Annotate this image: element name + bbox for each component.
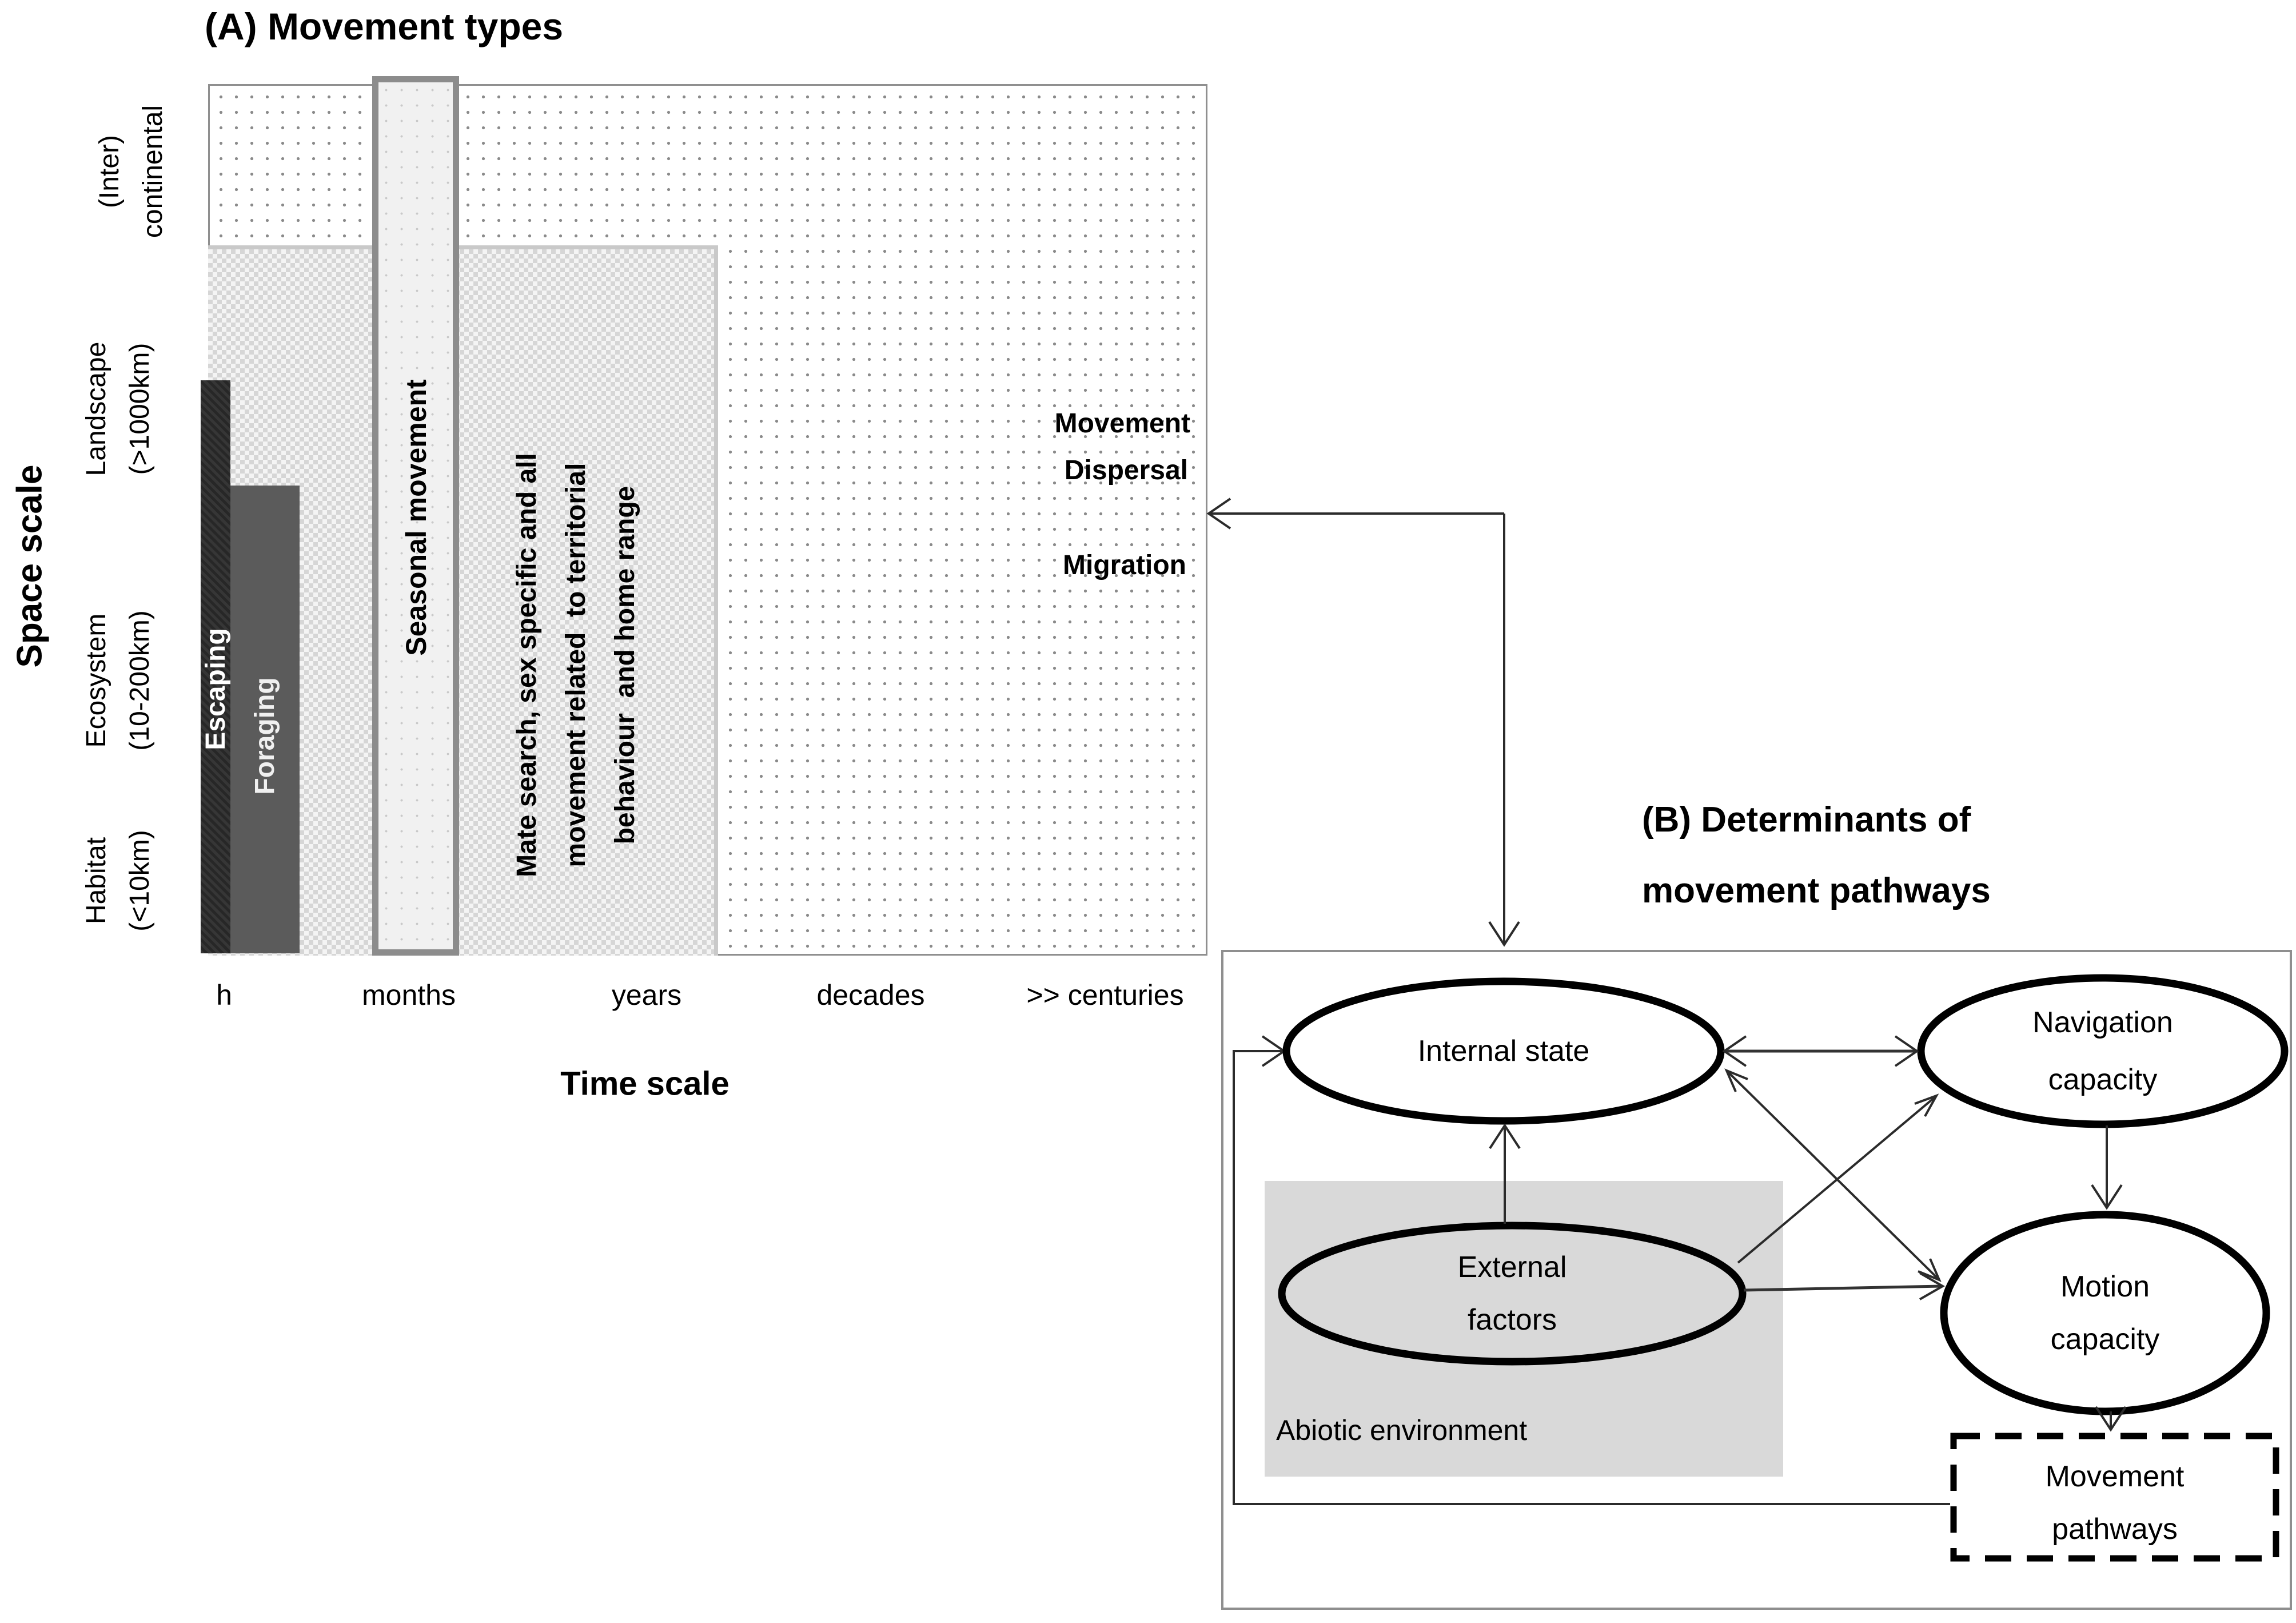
panel-b-title: (B) Determinants of movement pathways <box>1642 800 1991 910</box>
panel-b-frame <box>1221 950 2292 1610</box>
connector-b-to-a-arrow <box>1206 498 1520 947</box>
panel-a-seasonal-bar <box>372 76 459 956</box>
x-axis-title: Time scale <box>560 1065 730 1103</box>
seasonal-bar-label: Seasonal movement <box>400 379 432 656</box>
annotation-movement: Movement <box>1054 408 1190 439</box>
annotation-dispersal: Dispersal <box>1064 455 1188 486</box>
escaping-bar-label: Escaping <box>201 628 231 750</box>
y-category-habitat: Habitat (<10km) <box>81 830 155 932</box>
annotation-migration: Migration <box>1063 550 1186 580</box>
panel-a-escaping-bar <box>201 380 230 953</box>
x-tick-h: h <box>216 979 232 1011</box>
motion-capacity-label: Motion capacity <box>2050 1270 2160 1356</box>
internal-state-label: Internal state <box>1417 1035 1590 1068</box>
x-tick-years: years <box>611 979 682 1011</box>
navigation-capacity-label: Navigation capacity <box>2032 1006 2173 1096</box>
y-category-ecosystem: Ecosystem (10-200km) <box>81 610 155 751</box>
y-axis-title: Space scale <box>10 464 50 668</box>
x-tick-months: months <box>362 979 456 1011</box>
y-category-landscape: Landscape (>1000km) <box>81 341 155 476</box>
x-tick-centuries: >> centuries <box>1026 979 1184 1011</box>
movement-pathways-label: Movement pathways <box>2045 1460 2185 1546</box>
mate-search-label: Mate search, sex specific and all moveme… <box>512 453 640 877</box>
x-tick-decades: decades <box>816 979 925 1011</box>
panel-a-title: (A) Movement types <box>205 5 564 47</box>
external-factors-label: External factors <box>1457 1251 1567 1336</box>
panel-a-foraging-bar <box>230 486 300 953</box>
y-category-intercontinental: (Inter) continental <box>94 105 168 238</box>
abiotic-environment-label: Abiotic environment <box>1276 1414 1528 1446</box>
foraging-bar-label: Foraging <box>250 677 280 795</box>
